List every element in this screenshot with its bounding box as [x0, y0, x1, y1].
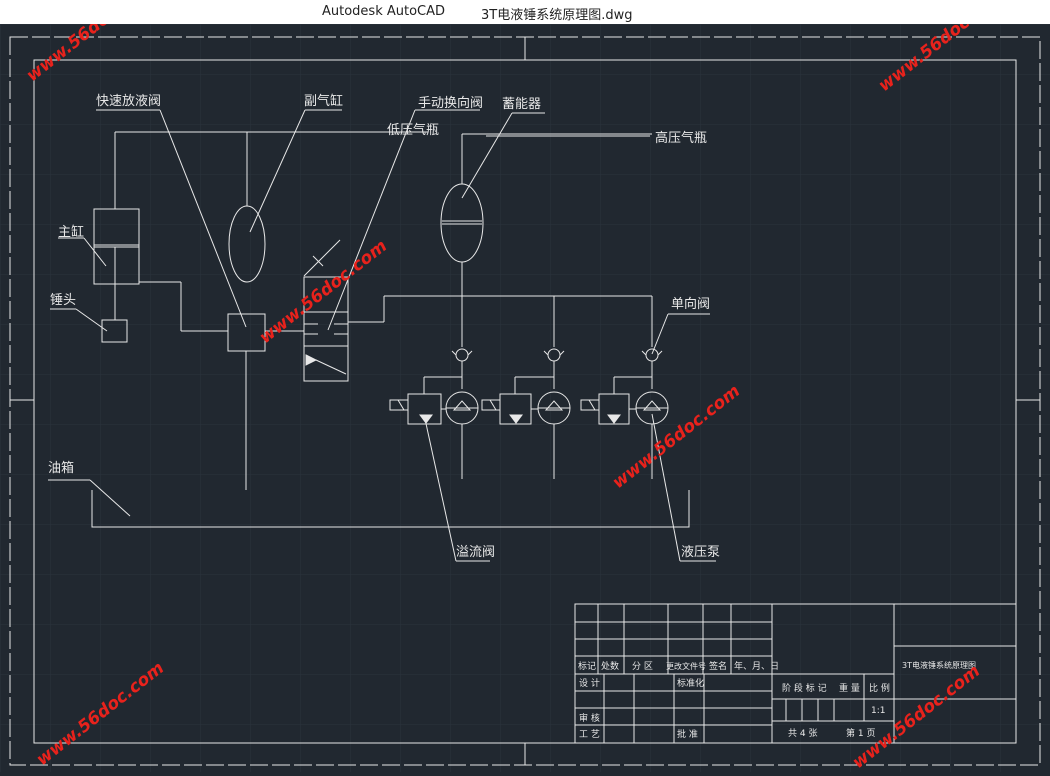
leader-lines — [48, 109, 716, 562]
schematic-labels: 快速放液阀 副气缸 手动换向阀 蓄能器 低压气瓶 高压气瓶 主缸 锤头 单向阀 … — [48, 93, 720, 560]
hammer-head-symbol — [101, 319, 128, 343]
tb-header-count: 处数 — [601, 660, 619, 672]
tb-design: 设 计 — [579, 677, 600, 689]
tb-total-sheets: 共 4 张 — [788, 728, 817, 739]
tb-scale: 比 例 — [869, 682, 890, 694]
manual-directional-valve-symbol — [303, 276, 349, 382]
tb-process: 工 艺 — [579, 729, 600, 740]
hydraulic-schematic — [48, 109, 716, 562]
tb-header-signature: 签名 — [709, 660, 727, 672]
tb-header-mark: 标记 — [578, 660, 596, 672]
document-name: 3T电液锤系统原理图.dwg — [481, 8, 633, 23]
oil-tank-symbol — [91, 490, 690, 528]
label-hammer-head: 锤头 — [50, 293, 76, 308]
tb-approve: 批 准 — [677, 728, 698, 740]
pump-unit-3 — [580, 348, 669, 479]
label-main-cylinder: 主缸 — [58, 224, 84, 240]
title-block-text: 标记 处数 分 区 更改文件号 签名 年、月、日 设 计 标准化 审 核 工 艺… — [578, 660, 976, 740]
label-accumulator: 蓄能器 — [502, 97, 541, 112]
label-manual-directional-valve: 手动换向阀 — [418, 95, 483, 111]
pump-unit-1 — [389, 348, 479, 479]
tb-standardization: 标准化 — [677, 677, 704, 689]
tb-drawing-title: 3T电液锤系统原理图 — [902, 660, 976, 670]
title-block — [574, 603, 1017, 744]
label-oil-tank: 油箱 — [48, 460, 74, 476]
tb-header-zone: 分 区 — [632, 661, 653, 672]
window-title-bar: Autodesk AutoCAD 3T电液锤系统原理图.dwg — [0, 0, 1050, 24]
label-check-valve: 单向阀 — [671, 296, 710, 312]
label-high-pressure-gas: 高压气瓶 — [655, 130, 707, 146]
label-hydraulic-pump: 液压泵 — [681, 545, 720, 560]
tb-header-change-doc: 更改文件号 — [666, 661, 706, 671]
tb-sheet-no: 第 1 页 — [846, 727, 875, 739]
tb-scale-value: 1:1 — [871, 706, 885, 716]
tb-weight: 重 量 — [839, 682, 860, 694]
label-aux-cylinder: 副气缸 — [304, 93, 343, 109]
tb-stage-mark: 阶 段 标 记 — [782, 682, 827, 694]
pump-unit-2 — [481, 348, 571, 479]
label-quick-release-valve: 快速放液阀 — [96, 94, 161, 109]
label-low-pressure-gas: 低压气瓶 — [387, 122, 439, 138]
tb-review: 审 核 — [579, 712, 600, 724]
label-relief-valve: 溢流阀 — [456, 545, 495, 560]
tb-header-date: 年、月、日 — [734, 660, 779, 672]
app-name: Autodesk AutoCAD — [322, 4, 446, 19]
drawing-frame — [9, 36, 1041, 766]
